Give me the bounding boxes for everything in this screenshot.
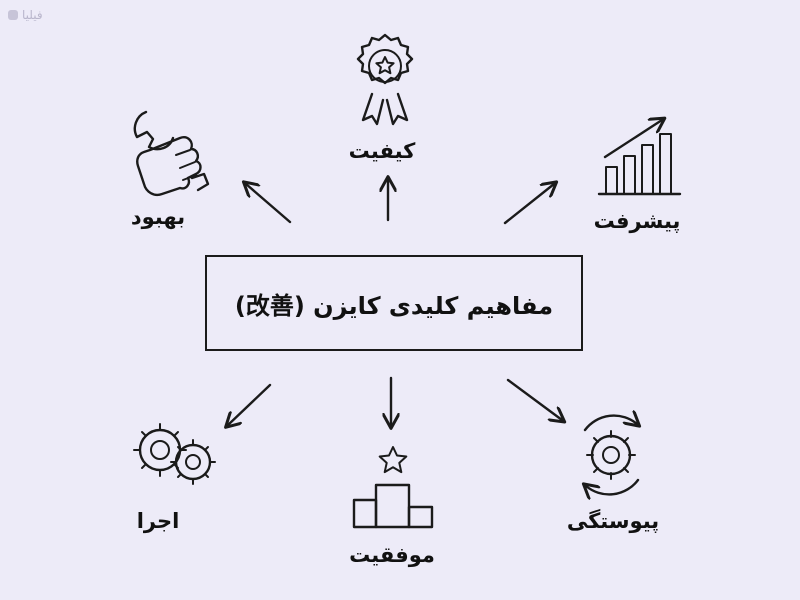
wrench-hand-icon [133, 110, 210, 197]
brand-logo: فیلیا [8, 8, 43, 22]
central-concept-box: مفاهیم کلیدی کایزن (改善) [205, 255, 583, 351]
label-success: موفقیت [349, 543, 435, 567]
label-execution: اجرا [136, 509, 180, 533]
label-quality: کیفیت [348, 139, 416, 163]
award-badge-icon [356, 33, 414, 126]
podium-star-icon [352, 446, 434, 529]
logo-icon [8, 10, 18, 20]
label-progress: پیشرفت [593, 209, 681, 233]
arrow-to-continuity [506, 378, 562, 420]
gears-icon [133, 423, 216, 485]
central-concept-title: مفاهیم کلیدی کایزن (改善) [234, 291, 554, 320]
label-continuity: پیوستگی [566, 509, 660, 533]
logo-text: فیلیا [22, 8, 43, 22]
arrow-to-execution [228, 383, 272, 425]
arrow-to-progress [503, 184, 554, 225]
label-improvement: بهبود [130, 205, 186, 229]
cycle-gear-icon [585, 416, 638, 495]
arrow-to-improvement [246, 184, 292, 224]
growth-chart-icon [597, 120, 682, 196]
